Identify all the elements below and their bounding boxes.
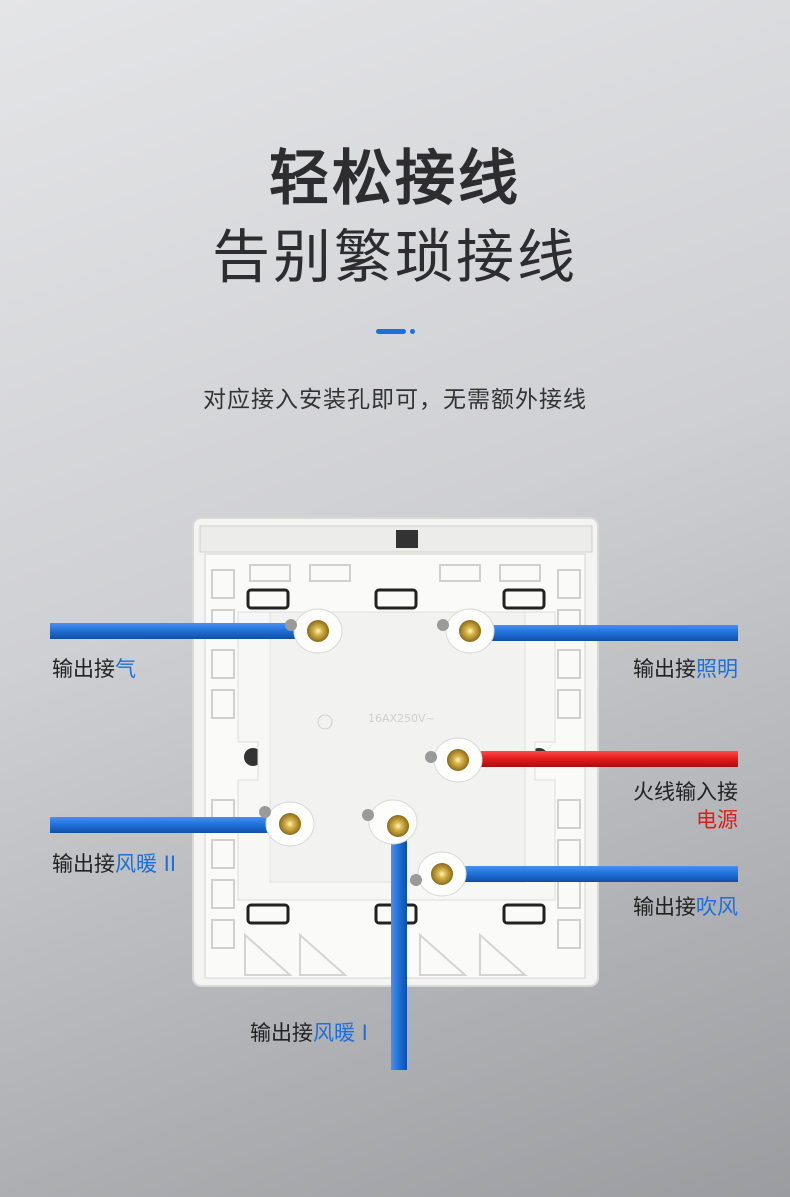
label-light-prefix: 输出接: [633, 657, 696, 681]
label-heat-2-prefix: 输出接: [52, 852, 115, 876]
label-heat-2-target: 风暖 II: [115, 852, 177, 876]
label-live-target: 电源: [696, 808, 738, 832]
terminal-heat-2: [259, 801, 315, 847]
wire-heat-1: [391, 830, 407, 1070]
accent-divider: [376, 329, 406, 334]
label-heat-1-target: 风暖 I: [313, 1021, 368, 1045]
wires: [50, 623, 738, 1070]
terminal-light: [437, 608, 495, 654]
terminal-air: [285, 608, 343, 654]
wire-air: [50, 623, 312, 639]
label-heat-1-prefix: 输出接: [250, 1021, 313, 1045]
label-live-prefix: 火线输入接: [633, 780, 738, 804]
label-air-target: 气: [115, 657, 136, 681]
label-blow: 输出接吹风: [633, 891, 738, 921]
label-heat-2: 输出接风暖 II: [52, 848, 176, 878]
label-air: 输出接气: [52, 653, 136, 683]
accent-dot: [410, 329, 415, 334]
label-blow-prefix: 输出接: [633, 895, 696, 919]
terminal-blow: [410, 851, 467, 897]
terminal-live: [425, 737, 483, 783]
label-air-prefix: 输出接: [52, 657, 115, 681]
rating-marking: 16AX250V~: [368, 712, 435, 725]
wire-live: [462, 751, 738, 767]
terminal-heat-1: [362, 799, 418, 845]
description-text: 对应接入安装孔即可，无需额外接线: [203, 387, 587, 413]
page-title: 轻松接线: [269, 144, 521, 214]
label-heat-1: 输出接风暖 I: [250, 1017, 368, 1047]
label-light: 输出接照明: [633, 653, 738, 683]
wire-light: [475, 625, 738, 641]
wire-heat-2: [50, 817, 298, 833]
label-light-target: 照明: [696, 657, 738, 681]
wire-blow: [452, 866, 738, 882]
page-subtitle-large: 告别繁琐接线: [211, 223, 578, 291]
terminals: [259, 608, 495, 897]
label-live: 火线输入接 电源: [633, 778, 738, 834]
label-blow-target: 吹风: [696, 895, 738, 919]
